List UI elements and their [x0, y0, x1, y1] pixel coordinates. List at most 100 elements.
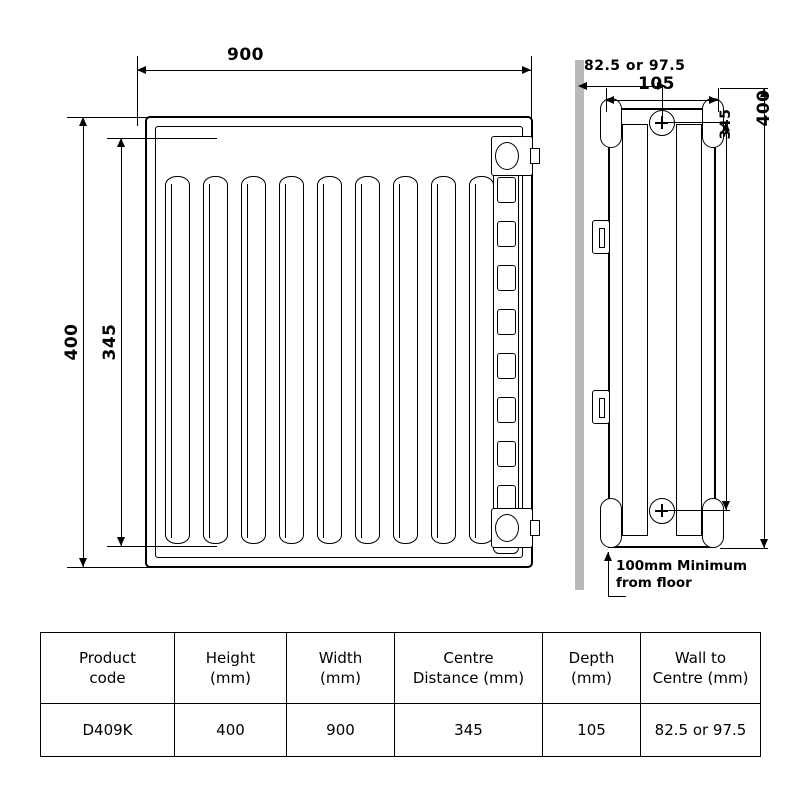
width-dimension-line — [137, 70, 531, 71]
centre-distance-label: 345 — [100, 323, 120, 361]
centre-dimension-line — [121, 138, 122, 546]
bracket-slot — [599, 228, 605, 248]
side-view: 82.5 or 97.5 105 345 400 100mm Minimum f… — [560, 58, 774, 597]
depth-dimension-line — [606, 100, 718, 101]
floor-note-leader-horizontal — [608, 596, 626, 597]
side-centre-extension-top — [664, 122, 730, 123]
cell-product-code: D409K — [40, 703, 175, 757]
side-height-dimension-line — [764, 88, 765, 548]
depth-arrow-left — [605, 96, 614, 104]
channel-notch — [497, 353, 516, 379]
table-header-row: Product code Height (mm) Width (mm) Cent… — [40, 632, 761, 704]
side-height-arrow-bottom — [760, 539, 768, 548]
header-line-2: (mm) — [210, 669, 251, 687]
radiator-top-cap-left — [600, 98, 622, 148]
cell-centre-distance: 345 — [394, 703, 543, 757]
valve-bore — [495, 514, 519, 542]
channel-notch — [497, 309, 516, 335]
valve-centreline-bottom — [169, 546, 217, 547]
radiator-side-channel — [493, 158, 519, 554]
header-line-2: code — [89, 669, 126, 687]
side-centre-extension-bottom — [664, 510, 730, 511]
table-row: D409K 400 900 345 105 82.5 or 97.5 — [40, 703, 761, 757]
radiator-fin — [431, 176, 456, 544]
table-header-cell: Wall to Centre (mm) — [640, 632, 761, 704]
width-extension-line-right — [531, 56, 532, 126]
header-line-1: Height — [205, 649, 256, 667]
cell-depth: 105 — [542, 703, 641, 757]
valve-centreline-top — [169, 138, 217, 139]
cell-height: 400 — [174, 703, 287, 757]
centre-extension-line-top — [107, 138, 217, 139]
radiator-fin — [393, 176, 418, 544]
header-line-1: Width — [318, 649, 363, 667]
header-line-2: (mm) — [320, 669, 361, 687]
radiator-fin — [279, 176, 304, 544]
cell-width: 900 — [286, 703, 395, 757]
valve-stub — [530, 148, 540, 164]
radiator-bottom-cap-left — [600, 498, 622, 548]
wall-to-centre-label: 82.5 or 97.5 — [584, 58, 686, 74]
side-height-extension-bottom — [720, 548, 768, 549]
side-centre-dimension-line — [726, 122, 727, 510]
table-header-cell: Depth (mm) — [542, 632, 641, 704]
channel-notch — [497, 177, 516, 203]
header-line-2: Centre (mm) — [652, 669, 749, 687]
channel-notch — [497, 221, 516, 247]
height-extension-line-top — [67, 117, 155, 118]
table-header-cell: Centre Distance (mm) — [394, 632, 543, 704]
header-line-1: Wall to — [674, 649, 727, 667]
header-line-1: Product — [79, 649, 136, 667]
width-extension-line-left — [137, 56, 138, 126]
radiator-fin — [355, 176, 380, 544]
width-arrow-right — [522, 66, 531, 74]
radiator-side-column — [622, 124, 648, 536]
wall-bracket-upper — [592, 220, 610, 254]
height-arrow-top — [79, 117, 87, 126]
header-line-2: (mm) — [571, 669, 612, 687]
channel-notch — [497, 265, 516, 291]
width-arrow-left — [137, 66, 146, 74]
bracket-slot — [599, 398, 605, 418]
top-valve-connection — [491, 136, 540, 176]
side-height-extension-top — [720, 88, 768, 89]
centre-extension-line-bottom — [107, 546, 217, 547]
floor-note-line-1: 100mm Minimum — [616, 558, 748, 574]
height-extension-line-bottom — [67, 567, 155, 568]
front-view: 900 400 345 — [62, 45, 540, 585]
depth-label: 105 — [638, 74, 675, 94]
centre-arrow-bottom — [117, 537, 125, 546]
bottom-connection-plug — [649, 498, 675, 524]
specification-table: Product code Height (mm) Width (mm) Cent… — [40, 632, 761, 757]
header-line-2: Distance (mm) — [412, 669, 525, 687]
radiator-fin — [469, 176, 494, 544]
height-arrow-bottom — [79, 558, 87, 567]
radiator-front-panel — [145, 116, 540, 568]
wall-bracket-lower — [592, 390, 610, 424]
bottom-valve-connection — [491, 508, 540, 548]
centre-arrow-top — [117, 138, 125, 147]
radiator-fin-group — [165, 176, 495, 544]
channel-notch — [497, 397, 516, 423]
side-centre-arrow-top — [722, 122, 730, 131]
width-dimension-label: 900 — [227, 45, 264, 65]
table-header-cell: Width (mm) — [286, 632, 395, 704]
header-line-1: Centre — [443, 649, 494, 667]
side-centre-arrow-bottom — [722, 501, 730, 510]
wall-to-centre-dimension-line — [580, 86, 666, 87]
wall-to-centre-arrow-right — [657, 82, 666, 90]
floor-note-line-2: from floor — [616, 575, 692, 591]
wall-to-centre-extension-line — [662, 86, 663, 116]
depth-arrow-right — [709, 96, 718, 104]
height-dimension-label: 400 — [62, 323, 82, 361]
radiator-fin — [203, 176, 228, 544]
valve-bore — [495, 142, 519, 170]
radiator-side-body — [608, 108, 716, 548]
header-line-1: Depth — [568, 649, 615, 667]
cell-wall-to-centre: 82.5 or 97.5 — [640, 703, 761, 757]
side-height-label: 400 — [754, 89, 774, 127]
floor-note-leader-vertical — [608, 552, 609, 596]
side-centre-distance-label: 345 — [718, 108, 734, 140]
radiator-fin — [241, 176, 266, 544]
